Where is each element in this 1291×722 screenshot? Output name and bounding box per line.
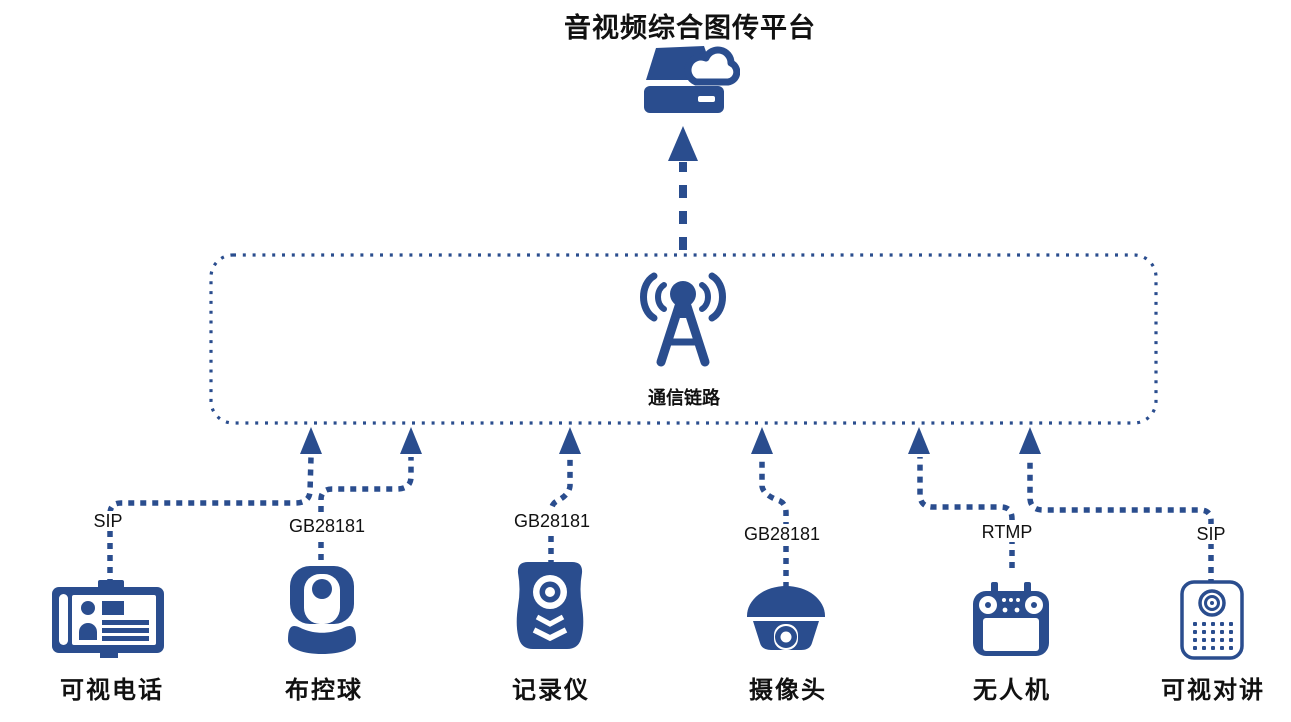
drone-controller-icon [971, 582, 1051, 658]
link-video-phone [107, 456, 314, 585]
arrow-up-video-intercom [1019, 427, 1041, 454]
body-camera-icon [510, 560, 590, 652]
arrow-up-body-camera [559, 427, 581, 454]
communication-link-label: 通信链路 [648, 388, 720, 408]
arrow-up-drone [908, 427, 930, 454]
page-title: 音视频综合图传平台 [564, 13, 816, 43]
arrow-up-platform [668, 126, 698, 161]
arrow-up-video-phone [300, 427, 322, 454]
ptz-ball-camera-icon [282, 564, 362, 656]
device-label-body-camera: 记录仪 [512, 677, 590, 704]
signal-tower-icon [628, 270, 738, 375]
arrow-up-dome-camera [751, 427, 773, 454]
device-label-video-phone: 可视电话 [60, 677, 164, 704]
video-phone-icon [50, 578, 170, 660]
device-label-ptz-ball: 布控球 [285, 677, 363, 704]
protocol-label-video-phone: SIP [90, 511, 126, 531]
protocol-label-video-intercom: SIP [1193, 524, 1229, 544]
protocol-label-drone: RTMP [978, 522, 1036, 542]
device-label-dome-camera: 摄像头 [749, 677, 827, 704]
link-dome-camera [759, 457, 789, 588]
device-label-drone: 无人机 [973, 677, 1051, 704]
dome-camera-icon [741, 586, 831, 656]
protocol-label-dome-camera: GB28181 [740, 524, 824, 544]
device-label-video-intercom: 可视对讲 [1161, 677, 1265, 704]
link-video-intercom [1027, 457, 1214, 585]
video-intercom-icon [1180, 580, 1244, 660]
protocol-label-body-camera: GB28181 [510, 511, 594, 531]
protocol-label-ptz-ball: GB28181 [285, 516, 369, 536]
arrow-up-ptz-ball [400, 427, 422, 454]
link-ptz-ball [318, 457, 414, 572]
link-drone [917, 457, 1015, 568]
cloud-server-icon [640, 42, 741, 122]
